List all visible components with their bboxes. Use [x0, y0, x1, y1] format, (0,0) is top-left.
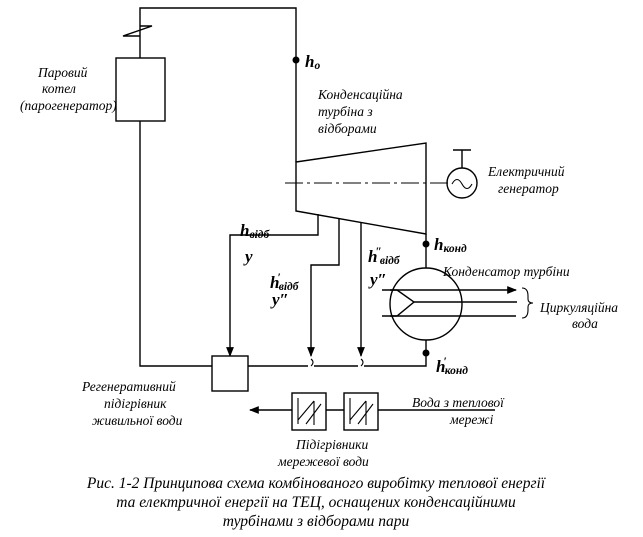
- generator-label-2: генератор: [498, 181, 559, 196]
- main-steam-line: [122, 7, 297, 162]
- heaters-label-2: мережевої води: [277, 454, 369, 469]
- crossover-2: [310, 358, 314, 367]
- hv-symbol: hвідб: [240, 221, 271, 241]
- y1-symbol: y″: [270, 290, 289, 309]
- regenerative-heater: [211, 355, 249, 392]
- turbine-label-1: Конденсаційна: [317, 87, 403, 102]
- heater-1-tube-d: [305, 403, 322, 425]
- condensing-turbine: [295, 142, 427, 235]
- network-water-label-1: Вода з теплової: [412, 395, 505, 410]
- y2-symbol: y″: [368, 270, 387, 289]
- network-water-label-2: мережі: [449, 412, 494, 427]
- caption-line-2: та електричної енергії на ТЕЦ, оснащених…: [116, 494, 516, 511]
- h0-symbol: ho: [305, 52, 320, 72]
- hk-symbol: hконд: [434, 235, 467, 255]
- regen-label-1: Регенеративний: [81, 379, 176, 394]
- heaters-label-1: Підігрівники: [295, 437, 368, 452]
- hv1-symbol: h′відб: [270, 272, 300, 293]
- circ-water-label-2: вода: [572, 316, 598, 331]
- regen-label-2: підігрівник: [104, 396, 167, 411]
- caption-line-1: Рис. 1-2 Принципова схема комбінованого …: [86, 475, 546, 492]
- steam-boiler: [115, 57, 166, 122]
- extraction-line-regen: [226, 214, 319, 357]
- extraction-line-heater-1: [307, 218, 340, 357]
- condenser-coil: [382, 289, 416, 317]
- hk2-symbol: h′конд: [436, 356, 468, 377]
- circ-water-label-1: Циркуляційна: [539, 300, 618, 315]
- turbine-label-2: турбіна з: [318, 104, 373, 119]
- circ-water-brace: [521, 287, 534, 319]
- condenser-label: Конденсатор турбіни: [442, 264, 570, 279]
- caption-line-3: турбінами з відборами пари: [223, 513, 410, 530]
- condensate-line: [364, 340, 427, 367]
- generator-label-1: Електричний: [487, 164, 565, 179]
- crossover-1: [360, 358, 364, 367]
- turbine-label-3: відборами: [318, 121, 377, 136]
- turbine-condenser: [389, 267, 463, 341]
- heater-1-tube-b: [297, 400, 315, 421]
- h0-point: [292, 56, 300, 64]
- heater-2-tube-b: [349, 400, 367, 421]
- feedwater-line: [139, 121, 212, 367]
- network-heater-2: [343, 392, 379, 431]
- heater-2-tube-d: [357, 403, 374, 425]
- regen-label-3: живильної води: [92, 413, 183, 428]
- hk-point: [422, 240, 430, 248]
- boiler-label-3: (парогенератор): [20, 98, 117, 113]
- boiler-label-2: котел: [42, 81, 76, 96]
- y-symbol: y: [243, 247, 253, 266]
- network-heater-1: [291, 392, 327, 431]
- hk2-point: [422, 349, 430, 357]
- hv2-symbol: h″відб: [368, 246, 401, 267]
- sine-wave-icon: [451, 178, 473, 190]
- boiler-label-1: Паровий: [37, 65, 88, 80]
